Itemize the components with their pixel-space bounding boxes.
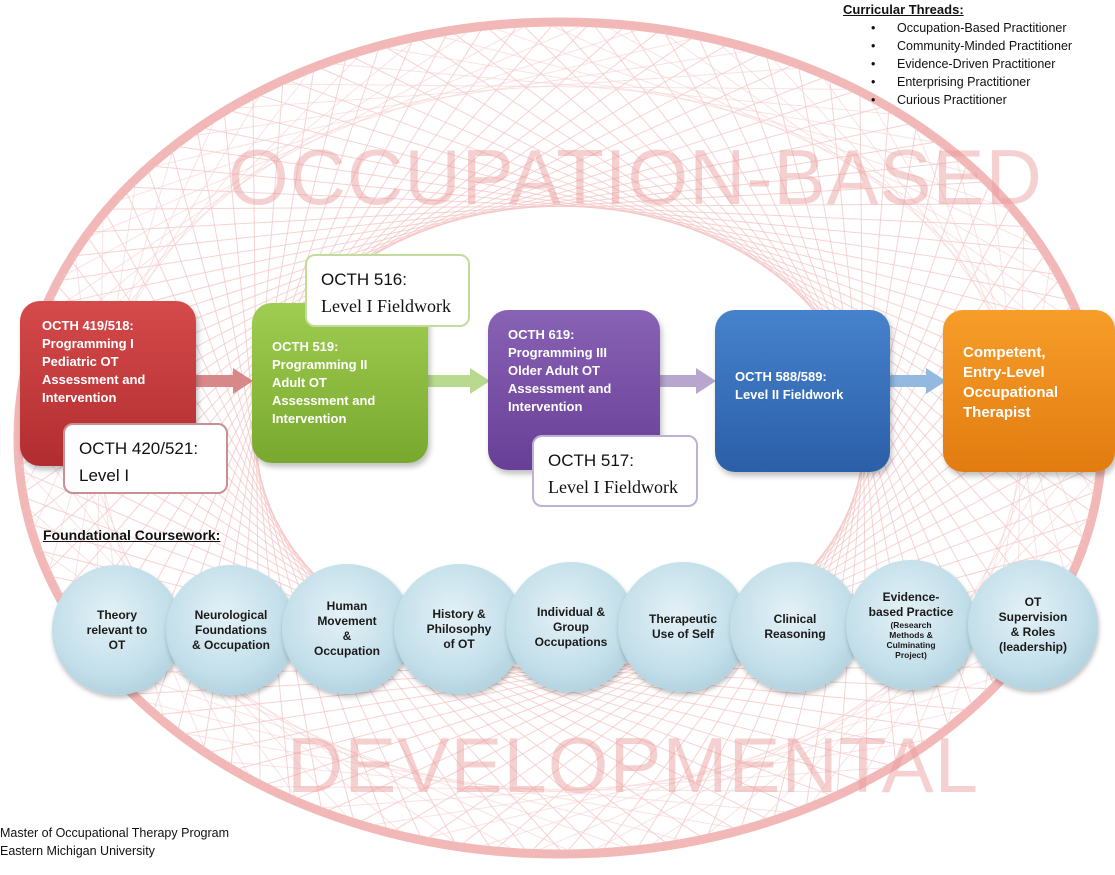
thread-item: Enterprising Practitioner — [871, 73, 1115, 91]
arrow-4 — [890, 368, 946, 394]
box-line: Programming III — [508, 345, 607, 360]
thread-item: Occupation-Based Practitioner — [871, 19, 1115, 37]
circle-line: Individual & — [536, 604, 605, 619]
fieldwork-line: Level I Fieldwork — [321, 296, 451, 316]
circle-line: Supervision — [998, 610, 1068, 624]
arrow-2 — [428, 368, 490, 394]
circle-individual-group: Individual & Group Occupations — [506, 562, 636, 692]
arrow-1 — [195, 368, 253, 394]
circle-line: Group — [553, 619, 589, 634]
circle-line: & — [342, 629, 352, 643]
circle-history-philosophy: History & Philosophy of OT — [394, 564, 524, 694]
circle-line: OT — [108, 637, 126, 652]
circle-line: (leadership) — [998, 640, 1067, 654]
circle-small-line: Culminating — [886, 640, 936, 650]
footer-program: Master of Occupational Therapy Program — [0, 826, 230, 840]
program-footer: Master of Occupational Therapy Program E… — [0, 824, 229, 860]
circle-line: Neurological — [194, 607, 268, 622]
box-line: Assessment and — [508, 381, 612, 396]
circle-line: of OT — [443, 636, 475, 651]
circle-line: Theory — [96, 607, 137, 622]
curricular-threads-title: Curricular Threads: — [843, 2, 964, 17]
thread-item: Curious Practitioner — [871, 91, 1115, 109]
box-line: Assessment and — [42, 372, 146, 387]
circle-line: Movement — [317, 614, 377, 628]
thread-item: Community-Minded Practitioner — [871, 37, 1115, 55]
circle-line: Occupation — [313, 644, 380, 658]
circle-line: Evidence- — [882, 590, 940, 604]
fieldwork-line: OCTH 516: — [321, 270, 407, 289]
circle-neurological: Neurological Foundations & Occupation — [166, 565, 296, 695]
circle-line: & Roles — [1010, 625, 1056, 639]
thread-item: Evidence-Driven Practitioner — [871, 55, 1115, 73]
fieldwork-line: Level I — [79, 466, 130, 485]
box-line: Pediatric OT — [42, 354, 119, 369]
circle-line: Therapeutic — [648, 612, 717, 626]
box-line: OCTH 588/589: — [735, 369, 827, 384]
box-line: Adult OT — [272, 375, 327, 390]
box-line: Occupational — [963, 384, 1059, 401]
circle-small-line: (Research — [890, 620, 932, 630]
circle-line: relevant to — [86, 622, 148, 637]
box-line: Programming I — [42, 336, 134, 351]
box-line: OCTH 519: — [272, 339, 339, 354]
circle-evidence-based-practice: Evidence- based Practice (Research Metho… — [846, 560, 976, 690]
fieldwork-box-517: OCTH 517: Level I Fieldwork — [532, 435, 698, 507]
circle-therapeutic-use-of-self: Therapeutic Use of Self — [618, 562, 748, 692]
watermark-developmental: DEVELOPMENTAL — [287, 721, 980, 809]
circle-line: Human — [326, 599, 368, 613]
box-line: Level II Fieldwork — [735, 387, 844, 402]
box-line: Entry-Level — [963, 364, 1045, 381]
box-line: Intervention — [272, 411, 347, 426]
foundational-coursework-title: Foundational Coursework: — [43, 527, 221, 543]
fieldwork-line: OCTH 420/521: — [79, 439, 199, 458]
curricular-threads-list: Occupation-Based Practitioner Community-… — [843, 19, 1115, 109]
box-line: Assessment and — [272, 393, 376, 408]
curricular-threads: Curricular Threads: Occupation-Based Pra… — [843, 2, 1115, 109]
circle-ot-supervision-roles: OT Supervision & Roles (leadership) — [968, 560, 1098, 690]
box-line: Intervention — [42, 390, 117, 405]
circle-small-line: Project) — [895, 650, 927, 660]
circle-line: based Practice — [868, 605, 954, 619]
circle-line: Foundations — [194, 622, 267, 637]
circle-line: Reasoning — [764, 627, 826, 641]
fieldwork-line: Level I Fieldwork — [548, 477, 678, 497]
circle-line: Philosophy — [426, 621, 492, 636]
circle-line: Clinical — [773, 612, 817, 626]
box-line: Therapist — [963, 404, 1031, 421]
fieldwork-box-516: OCTH 516: Level I Fieldwork — [305, 254, 470, 327]
course-box-programming-2: OCTH 519: Programming II Adult OT Assess… — [252, 303, 428, 463]
circle-line: & Occupation — [191, 637, 270, 652]
box-line: Older Adult OT — [508, 363, 600, 378]
footer-university: Eastern Michigan University — [0, 844, 155, 858]
box-line: OCTH 419/518: — [42, 318, 134, 333]
box-line: Competent, — [963, 344, 1046, 361]
box-line: Programming II — [272, 357, 368, 372]
circle-line: OT — [1024, 595, 1042, 609]
box-line: Intervention — [508, 399, 583, 414]
circle-line: Use of Self — [651, 627, 714, 641]
fieldwork-box-420-521: OCTH 420/521: Level I — [63, 423, 228, 494]
outcome-box-competent-therapist: Competent, Entry-Level Occupational Ther… — [943, 310, 1115, 472]
circle-line: History & — [432, 606, 486, 621]
box-line: OCTH 619: — [508, 327, 575, 342]
fieldwork-line: OCTH 517: — [548, 451, 634, 470]
arrow-3 — [660, 368, 716, 394]
circle-small-line: Methods & — [889, 630, 933, 640]
course-box-level-2-fieldwork: OCTH 588/589: Level II Fieldwork — [715, 310, 890, 472]
watermark-occupation-based: OCCUPATION-BASED — [228, 133, 1043, 221]
circle-human-movement: Human Movement & Occupation — [282, 564, 412, 694]
circle-theory: Theory relevant to OT — [52, 565, 182, 695]
circle-clinical-reasoning: Clinical Reasoning — [730, 562, 860, 692]
circle-line: Occupations — [534, 634, 608, 649]
